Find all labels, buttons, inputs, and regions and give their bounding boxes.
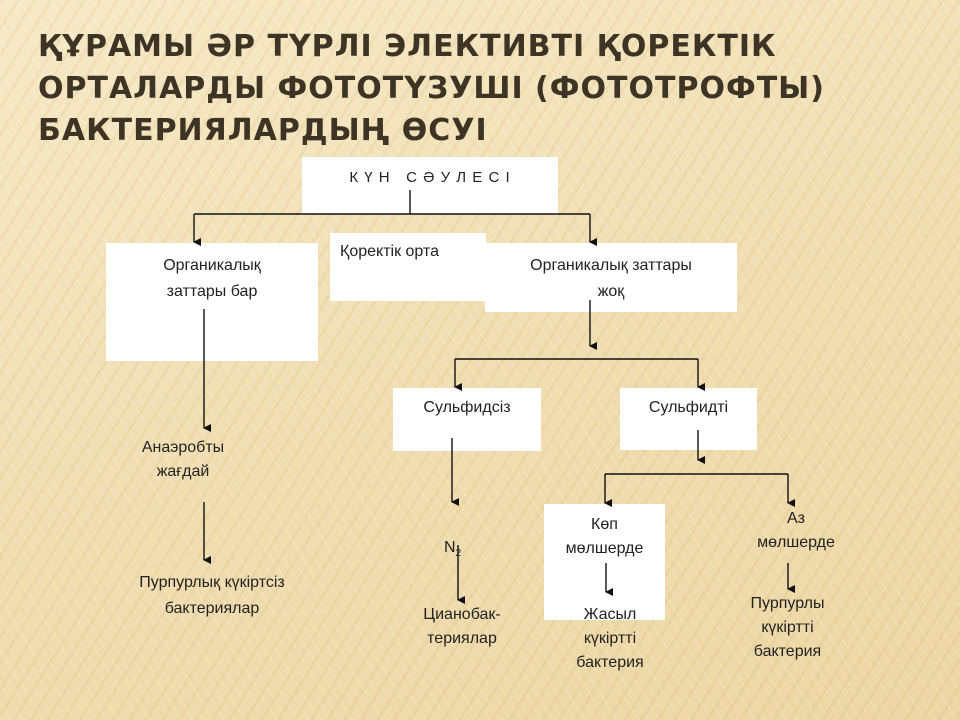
sulfide-label: Сульфидті <box>648 399 729 416</box>
slide-title: ҚҰРАМЫ ӘР ТҮРЛІ ЭЛЕКТИВТІ ҚОРЕКТІК ОРТАЛ… <box>38 29 825 148</box>
sun-label: К Ү Н С Ә У Л Е С І <box>349 169 511 186</box>
purple-sulfur-label: Пурпурлы күкіртті бактерия <box>750 595 825 660</box>
anaerobic-label: Анаэробты жағдай <box>141 439 225 480</box>
organic-no-label: Органикалық заттары жоқ <box>530 257 692 300</box>
organic-yes-box: Органикалық заттары бар <box>106 243 318 361</box>
organic-no-box: Органикалық заттары жоқ <box>485 243 737 312</box>
n2-text: N <box>444 539 456 556</box>
few-label: Аз мөлшерде <box>757 510 835 551</box>
purple-nonsulfur-label: Пурпурлық күкіртсіз бактериялар <box>139 574 285 617</box>
organic-yes-label: Органикалық заттары бар <box>163 257 261 300</box>
n2-subscript: 2 <box>455 548 462 560</box>
n2-label: N2 <box>444 515 474 565</box>
many-label: Көп мөлшерде <box>565 516 644 557</box>
sulfide-box: Сульфидті <box>620 388 757 450</box>
sulfide-free-label: Сульфидсіз <box>423 399 511 416</box>
medium-label: Қоректік орта <box>340 243 440 260</box>
sun-box: К Ү Н С Ә У Л Е С І <box>302 157 558 214</box>
cyanobacteria-label: Цианобак- териялар <box>423 606 501 647</box>
green-sulfur-label: Жасыл күкіртті бактерия <box>576 606 644 671</box>
medium-box: Қоректік орта <box>330 233 486 301</box>
sulfide-free-box: Сульфидсіз <box>393 388 541 451</box>
many-box <box>544 504 665 620</box>
